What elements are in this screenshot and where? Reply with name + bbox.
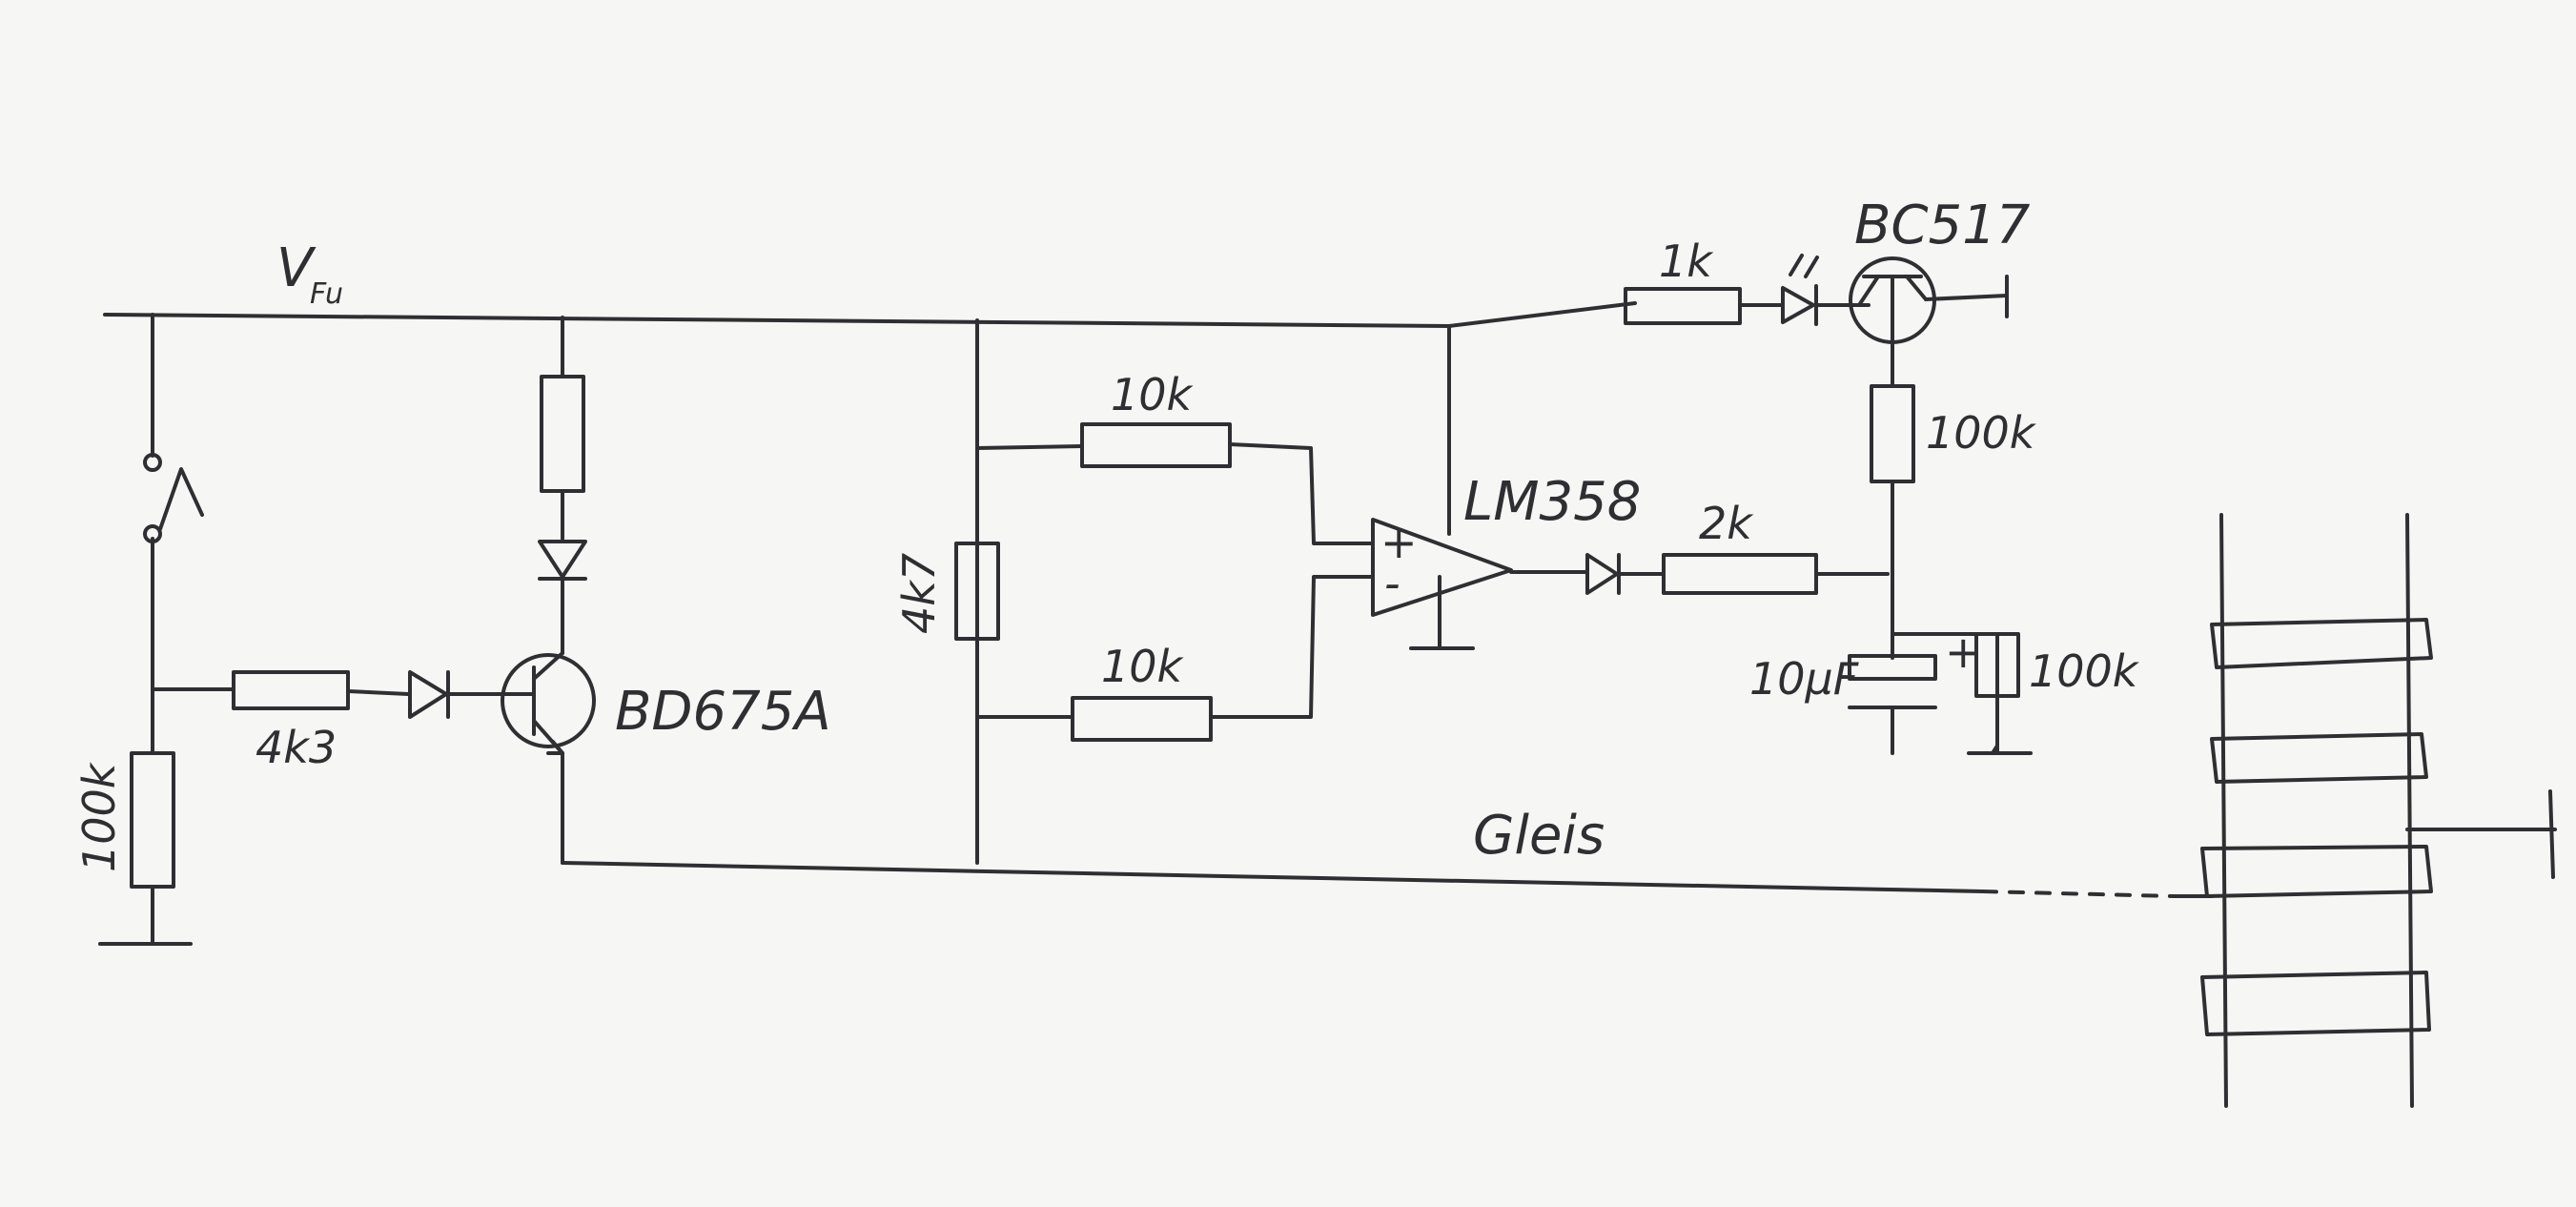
switch-contact-top xyxy=(143,453,162,472)
resistor-divider-mid xyxy=(954,542,1000,641)
opamp-pin-inverting: - xyxy=(1384,558,1400,609)
ground-bus xyxy=(561,861,1985,893)
resistor-feedback-top-label: 10k xyxy=(1111,369,1195,420)
resistor-discharge-label: 100k xyxy=(2029,645,2140,697)
resistor-darlington-emitter-label: 100k xyxy=(1926,407,2037,459)
led-indicator xyxy=(1781,254,1819,326)
capacitor-timing xyxy=(1848,654,1937,709)
wiring xyxy=(98,294,2214,946)
resistor-pulldown-label: 100k xyxy=(73,761,125,872)
push-button-switch xyxy=(143,453,204,543)
supply-subscript: Fu xyxy=(310,277,343,311)
transistor-power-label: BD675A xyxy=(615,681,831,743)
resistor-pulldown xyxy=(130,751,175,889)
collector-output-wire xyxy=(1924,294,2009,301)
ground-bus-dashed xyxy=(1981,890,2176,898)
capacitor-timing-label: 10µF xyxy=(1749,653,1859,705)
transistor-darlington-label: BC517 xyxy=(1854,194,2031,256)
opamp xyxy=(1371,518,1513,617)
resistor-discharge xyxy=(1974,632,2020,698)
transistor-darlington xyxy=(1849,256,1936,344)
diode-opamp-output xyxy=(1585,553,1621,595)
resistor-timing-label: 2k xyxy=(1699,498,1754,549)
opamp-pin-noninverting: + xyxy=(1380,517,1418,568)
resistor-feedback-top xyxy=(1080,422,1232,468)
resistor-led-series-label: 1k xyxy=(1659,235,1714,287)
switch-lever xyxy=(158,467,204,531)
resistor-input-bottom xyxy=(1071,696,1213,742)
base-drive-wire-2 xyxy=(346,689,410,696)
resistor-base-series-label: 4k3 xyxy=(256,722,337,773)
opamp-label: LM358 xyxy=(1463,471,1641,533)
track-drawing xyxy=(2200,513,2557,1108)
resistor-input-bottom-label: 10k xyxy=(1101,641,1185,692)
resistor-base-series xyxy=(232,670,350,710)
resistor-divider-mid-label: 4k7 xyxy=(893,553,945,634)
resistor-darlington-emitter xyxy=(1870,384,1915,483)
input-wire-a xyxy=(1209,575,1375,719)
diode-collector xyxy=(538,540,587,581)
transistor-power xyxy=(501,651,596,755)
diode-base xyxy=(408,670,450,719)
ground-label: Gleis xyxy=(1473,805,1605,867)
resistor-led-series xyxy=(1624,287,1742,325)
supply-label: V xyxy=(276,237,317,299)
switch-contact-bottom xyxy=(143,524,162,543)
resistor-collector xyxy=(540,375,585,493)
resistor-timing xyxy=(1662,553,1818,595)
feedback-wire-a xyxy=(1228,442,1375,545)
divider-top-wire xyxy=(975,444,1084,450)
